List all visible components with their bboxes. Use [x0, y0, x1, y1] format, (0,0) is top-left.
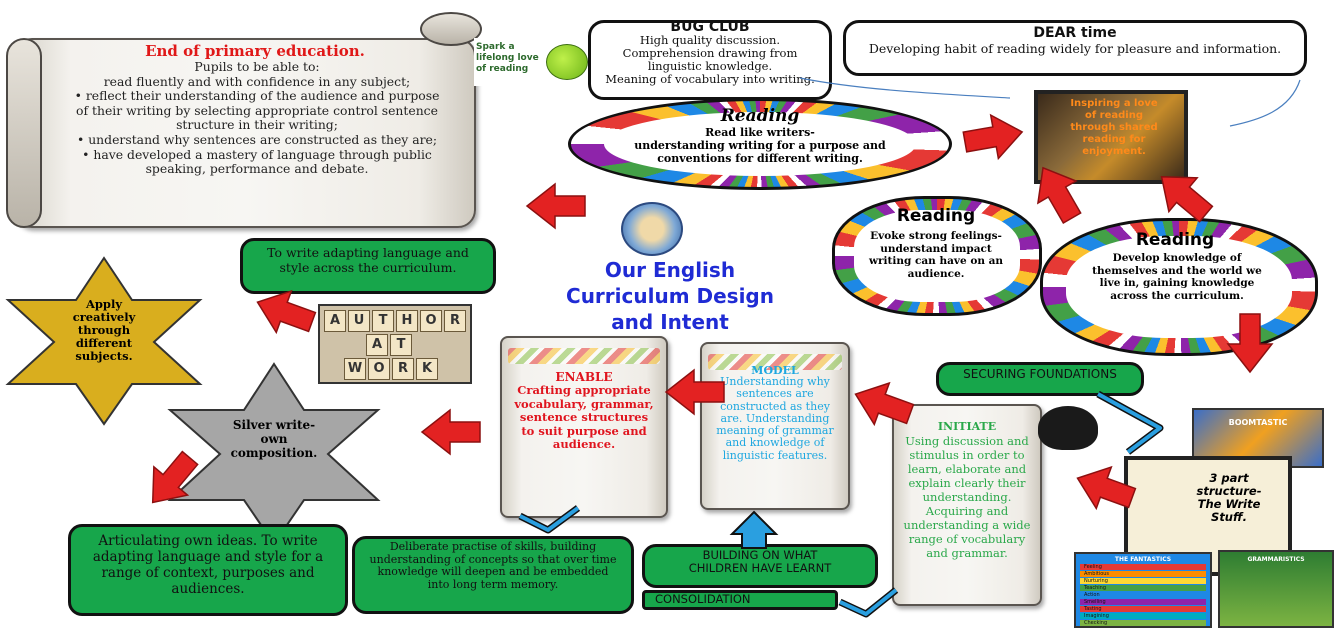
curriculum-title-1: Our English: [604, 258, 736, 282]
adapting-language-box: To write adapting language and style acr…: [240, 238, 496, 294]
scroll-roll-right: [420, 12, 482, 46]
bug-icon: [546, 44, 588, 80]
write-stuff-text: 3 part structure-The Write Stuff.: [1196, 471, 1262, 524]
enable-title: ENABLE: [555, 370, 613, 384]
model-body: Understanding why sentences are construc…: [716, 375, 834, 462]
grammaristics-card: GRAMMARISTICS: [1218, 550, 1334, 628]
fantastics-row: Teaching: [1080, 584, 1206, 591]
book-image-text: Inspiring a love of reading through shar…: [1070, 98, 1158, 157]
author-tile: H: [396, 310, 418, 332]
author-tile: T: [372, 310, 394, 332]
author-tile: K: [416, 358, 438, 380]
initiate-title: INITIATE: [937, 420, 997, 433]
fantastics-row: Tasting: [1080, 605, 1206, 612]
school-crest-icon: [621, 202, 683, 256]
fantastics-row: Action: [1080, 591, 1206, 598]
fantastics-row: Feeling: [1080, 563, 1206, 570]
reading-feelings-title: Reading: [896, 206, 976, 226]
author-tile: U: [348, 310, 370, 332]
fantastics-row: Smelling: [1080, 598, 1206, 605]
author-tile: T: [390, 334, 412, 356]
fantastics-row: Ambitious: [1080, 570, 1206, 577]
reading-cloud-feelings: [832, 196, 1042, 316]
curriculum-title-2: Curriculum Design: [566, 284, 774, 308]
fantastics-row: Nurturing: [1080, 577, 1206, 584]
dear-time-body: Developing habit of reading widely for p…: [868, 41, 1282, 56]
author-tile: R: [444, 310, 466, 332]
pirate-hat-icon: [1038, 406, 1098, 450]
reading-knowledge-title: Reading: [1135, 230, 1215, 250]
reading-knowledge-body: Develop knowledge of themselves and the …: [1092, 252, 1262, 302]
reading-writers-body: Read like writers- understanding writing…: [634, 126, 886, 165]
deliberate-practise-box: Deliberate practise of skills, building …: [352, 536, 634, 614]
fantastics-row: Checking: [1080, 619, 1206, 626]
author-tile: A: [324, 310, 346, 332]
gold-star: [5, 256, 203, 426]
initiate-body: Using discussion and stimulus in order t…: [903, 434, 1031, 560]
scroll-roll-left: [6, 38, 42, 228]
consolidation-box: CONSOLIDATION: [642, 590, 838, 610]
gold-star-text: Apply creatively through different subje…: [72, 297, 136, 363]
model-title: MODEL: [751, 364, 799, 377]
bug-club-logo: Spark a lifelong love of reading: [474, 38, 590, 86]
primary-body: Pupils to be able to: read fluently and …: [74, 59, 440, 177]
author-tile: A: [366, 334, 388, 356]
bug-club-body: High quality discussion. Comprehension d…: [605, 33, 815, 86]
primary-education-scroll: [14, 38, 476, 228]
reading-book-image: Inspiring a love of reading through shar…: [1034, 90, 1188, 184]
dear-time-box: DEAR time Developing habit of reading wi…: [843, 20, 1307, 76]
bug-club-title: BUG CLUB: [670, 19, 750, 35]
enable-body: Crafting appropriate vocabulary, grammar…: [514, 383, 654, 451]
author-tile: O: [368, 358, 390, 380]
reading-feelings-body: Evoke strong feelings- understand impact…: [868, 230, 1004, 280]
articulating-box: Articulating own ideas. To write adaptin…: [68, 524, 348, 616]
dear-time-title: DEAR time: [1033, 25, 1117, 41]
model-scroll: [700, 342, 850, 510]
bug-club-logo-text: Spark a lifelong love of reading: [476, 42, 539, 74]
securing-foundations-box: SECURING FOUNDATIONS: [936, 362, 1144, 396]
reading-writers-title: Reading: [720, 106, 800, 126]
author-tile: O: [420, 310, 442, 332]
author-tile: W: [344, 358, 366, 380]
enable-scroll: [500, 336, 668, 518]
reading-cloud-writers: [568, 98, 952, 190]
initiate-scroll: [892, 404, 1042, 606]
bug-club-box: BUG CLUB High quality discussion. Compre…: [588, 20, 832, 100]
author-tile: R: [392, 358, 414, 380]
primary-title: End of primary education.: [145, 42, 365, 60]
silver-star-text: Silver write-own composition.: [230, 418, 318, 460]
fantastics-row: Imagining: [1080, 612, 1206, 619]
curriculum-title-3: and Intent: [611, 310, 729, 334]
connector-lines: [799, 77, 1301, 127]
